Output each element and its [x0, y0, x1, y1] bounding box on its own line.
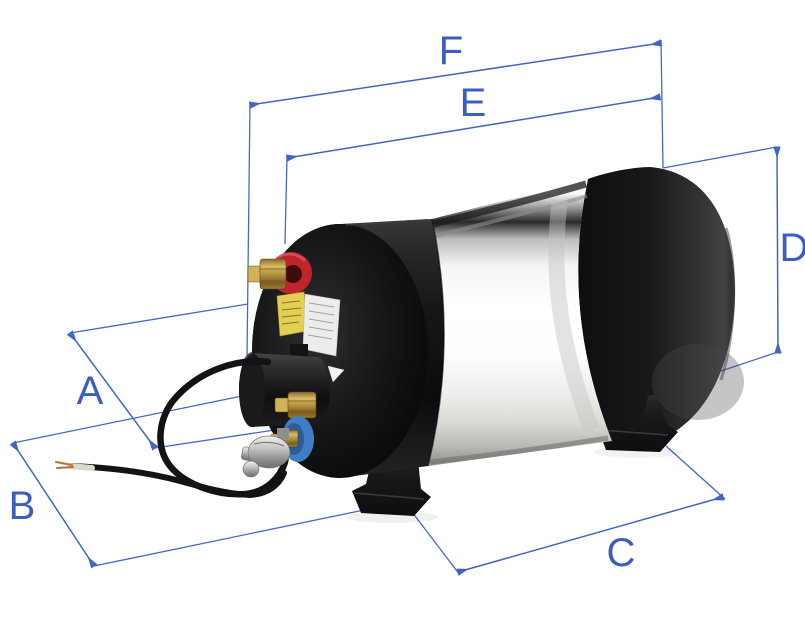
bare-wire-tips: [55, 461, 74, 469]
extension-line-f-left: [246, 102, 251, 358]
extension-line-b-bottom: [93, 509, 365, 567]
element-brass-fitting: [247, 258, 287, 290]
dimension-C-lines: [411, 445, 726, 576]
extension-line-a-bottom: [154, 427, 289, 449]
dimension-label-d: D: [780, 226, 805, 270]
dimension-line-b: [9, 440, 98, 569]
dimension-E-lines: [284, 93, 662, 245]
hot-water-outlet-brass: [274, 391, 317, 419]
dimension-label-c: C: [607, 531, 636, 575]
tank-body-chrome: [428, 176, 612, 466]
warning-label-yellow: [276, 291, 308, 337]
dimension-line-c: [456, 493, 725, 576]
extension-line-b-top: [12, 395, 243, 444]
dimension-B-lines: [9, 395, 365, 569]
dimension-label-a: A: [77, 369, 104, 413]
extension-line-c-left: [411, 511, 461, 576]
mounting-foot-rear: [598, 394, 678, 452]
extension-line-a-top: [69, 303, 249, 334]
extension-line-c-right: [665, 445, 726, 500]
dimension-line-a: [66, 330, 159, 451]
spec-label-white: [302, 293, 345, 383]
extension-line-d-top: [662, 146, 778, 169]
dimension-label-f: F: [439, 29, 463, 73]
cable-loop: [157, 358, 291, 498]
dimension-line-e: [285, 93, 662, 162]
dimension-line-d: [773, 146, 782, 354]
label-corner-tab: [327, 365, 345, 383]
water-heater: [55, 167, 744, 523]
dimension-lines: [9, 39, 782, 576]
pressure-relief-valve: [241, 428, 291, 478]
dimension-label-b: B: [9, 484, 36, 528]
dimension-A-lines: [66, 303, 289, 451]
rear-end-cap: [578, 167, 744, 444]
dimension-labels: F E D A B C: [9, 29, 805, 575]
extension-line-e-left: [284, 155, 288, 245]
dimension-label-e: E: [460, 81, 487, 125]
extension-line-fe-right: [660, 39, 664, 169]
